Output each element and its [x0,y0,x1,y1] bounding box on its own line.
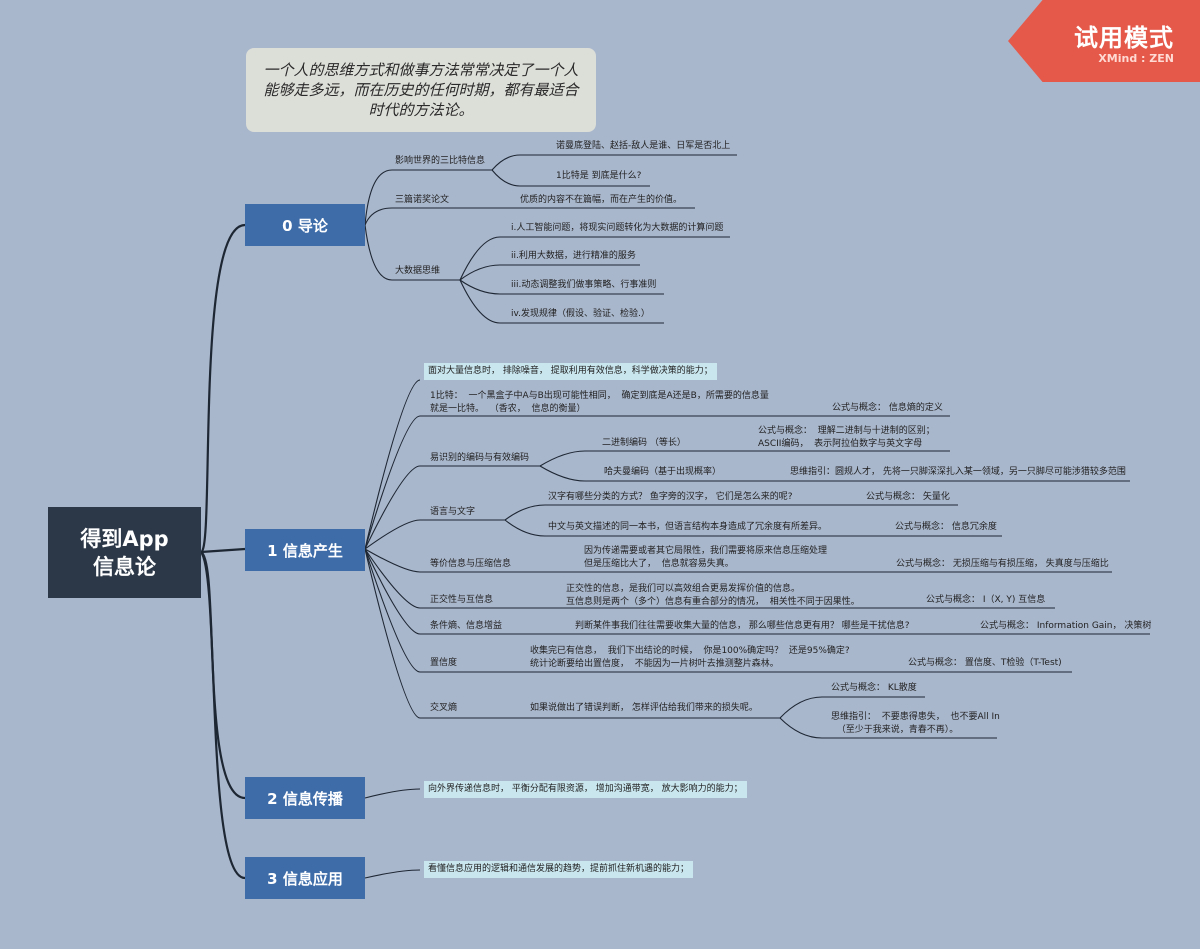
node-generation-summary[interactable]: 面对大量信息时， 排除噪音， 提取利用有效信息，科学做决策的能力； [424,363,717,380]
topic-application[interactable]: 3 信息应用 [245,857,365,899]
node-ortho-note[interactable]: 正交性的信息，是我们可以高效组合更易发挥价值的信息。 互信息则是两个（多个）信息… [566,584,860,607]
node-huffman[interactable]: 哈夫曼编码（基于出现概率） [604,467,722,477]
node-bigdata-item[interactable]: ii.利用大数据，进行精准的服务 [511,251,636,261]
node-cond[interactable]: 条件熵、信息增益 [430,621,503,631]
node-compress[interactable]: 等价信息与压缩信息 [430,559,512,569]
topic-spread[interactable]: 2 信息传播 [245,777,365,819]
node-influence[interactable]: 影响世界的三比特信息 [395,156,486,166]
node-bigdata-item[interactable]: i.人工智能问题，将现实问题转化为大数据的计算问题 [511,223,724,233]
node-compress-formula[interactable]: 公式与概念： 无损压缩与有损压缩， 失真度与压缩比 [896,559,1109,569]
node-confidence-note[interactable]: 收集完已有信息， 我们下出结论的时候， 你是100%确定吗？ 还是95%确定? … [530,646,850,669]
node-encoding[interactable]: 易识别的编码与有效编码 [430,453,530,463]
node-binary[interactable]: 二进制编码 （等长） [602,438,686,448]
node-cross-entropy[interactable]: 交叉熵 [430,703,458,713]
node-ortho-formula[interactable]: 公式与概念： I（X, Y) 互信息 [926,595,1046,605]
trial-mode-badge [1008,0,1200,82]
node-influence-item[interactable]: 诺曼底登陆、赵括-敌人是谁、日军是否北上 [556,141,731,151]
node-confidence[interactable]: 置信度 [430,658,458,668]
node-cross-guide[interactable]: 思维指引： 不要患得患失， 也不要All In （至少于我来说，青春不再）。 [831,712,1000,735]
xmind-brand-label: XMind : ZEN [1098,52,1174,65]
node-bigdata-item[interactable]: iii.动态调整我们做事策略、行事准则 [511,280,657,290]
node-bit[interactable]: 1比特： 一个黑盒子中A与B出现可能性相同， 确定到底是A还是B，所需要的信息量… [430,391,769,414]
root-topic[interactable]: 得到App 信息论 [48,507,201,598]
node-language[interactable]: 语言与文字 [430,507,476,517]
node-huffman-note[interactable]: 思维指引：圆规人才， 先将一只脚深深扎入某一领域，另一只脚尽可能涉猎较多范围 [790,467,1126,477]
trial-mode-title: 试用模式 [1074,24,1174,52]
quote-box: 一个人的思维方式和做事方法常常决定了一个人 能够走多远，而在历史的任何时期，都有… [246,48,596,132]
node-apply-summary[interactable]: 看懂信息应用的逻辑和通信发展的趋势，提前抓住新机遇的能力； [424,861,694,878]
node-language-item[interactable]: 汉字有哪些分类的方式？ 鱼字旁的汉字， 它们是怎么来的呢? [548,492,793,502]
node-nobel[interactable]: 三篇诺奖论文 [395,195,450,205]
node-cross-formula[interactable]: 公式与概念： KL散度 [831,683,917,693]
node-nobel-item[interactable]: 优质的内容不在篇幅，而在产生的价值。 [520,195,683,205]
node-language-item[interactable]: 中文与英文描述的同一本书，但语言结构本身造成了冗余度有所差异。 [548,522,828,532]
node-bigdata-item[interactable]: iv.发现规律（假设、验证、检验.） [511,309,650,319]
node-compress-note[interactable]: 因为传递需要或者其它局限性，我们需要将原来信息压缩处理 但是压缩比大了， 信息就… [584,546,828,569]
node-bit-formula[interactable]: 公式与概念： 信息熵的定义 [832,403,943,413]
node-cond-formula[interactable]: 公式与概念： Information Gain， 决策树 [980,621,1152,631]
node-language-formula[interactable]: 公式与概念： 矢量化 [866,492,950,502]
node-ortho[interactable]: 正交性与互信息 [430,595,494,605]
node-language-formula[interactable]: 公式与概念： 信息冗余度 [895,522,997,532]
topic-generation[interactable]: 1 信息产生 [245,529,365,571]
node-influence-item[interactable]: 1比特是 到底是什么? [556,171,642,181]
node-cross-note[interactable]: 如果说做出了错误判断， 怎样评估给我们带来的损失呢。 [530,703,758,713]
topic-intro[interactable]: 0 导论 [245,204,365,246]
node-cond-note[interactable]: 判断某件事我们往往需要收集大量的信息， 那么哪些信息更有用？ 哪些是干扰信息? [575,621,910,631]
node-binary-note[interactable]: 公式与概念： 理解二进制与十进制的区别； ASCII编码， 表示阿拉伯数字与英文… [758,426,935,449]
node-spread-summary[interactable]: 向外界传递信息时， 平衡分配有限资源， 增加沟通带宽， 放大影响力的能力； [424,781,747,798]
node-bigdata[interactable]: 大数据思维 [395,266,441,276]
node-confidence-formula[interactable]: 公式与概念： 置信度、T检验（T-Test) [908,658,1062,668]
